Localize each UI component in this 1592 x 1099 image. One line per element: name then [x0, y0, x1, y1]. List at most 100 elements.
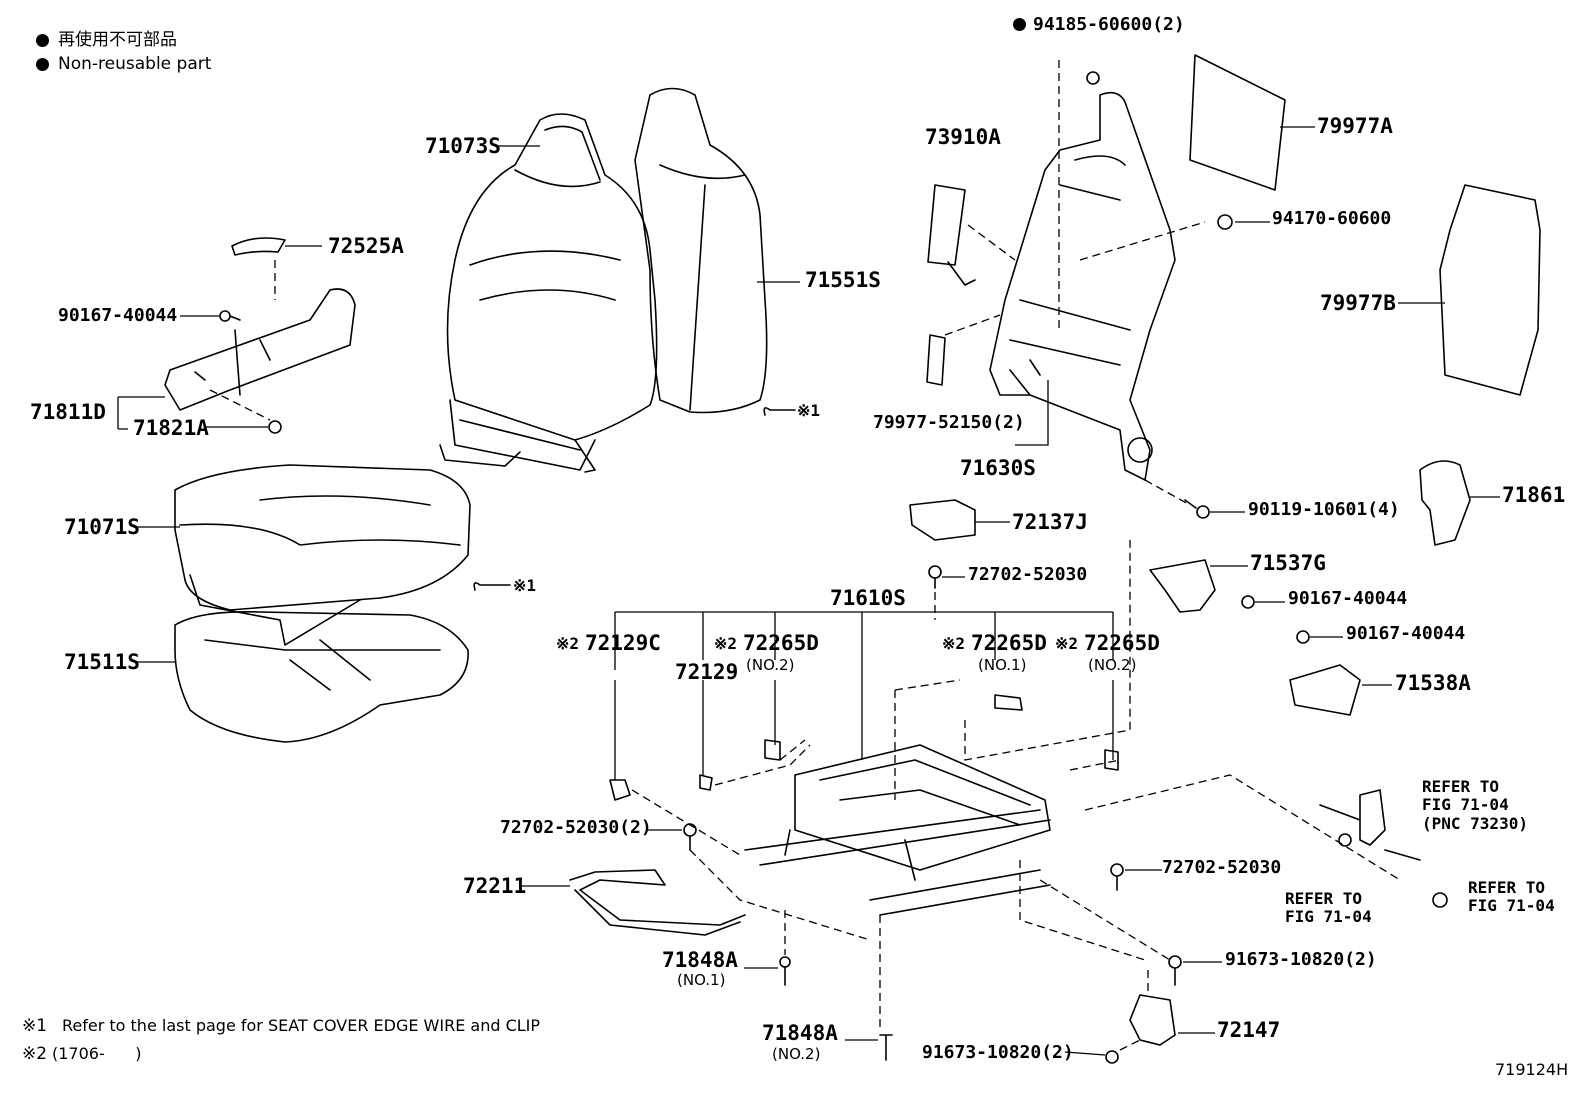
screw-90167-c — [1296, 630, 1310, 644]
label-91673-10820-b: 91673-10820(2) — [922, 1042, 1074, 1063]
label-72137J: 72137J — [1012, 510, 1088, 534]
legend-en: Non-reusable part — [58, 54, 212, 74]
label-90119-10601: 90119-10601(4) — [1248, 499, 1400, 520]
screw-72702-b — [1110, 863, 1124, 891]
ref2-line2: FIG 71-04 — [1285, 907, 1372, 927]
label-90167-40044-b: 90167-40044 — [1288, 588, 1408, 609]
cushion-frame-71610S — [744, 744, 1051, 916]
headrest-cover-71861 — [1419, 460, 1471, 546]
ref3-line2: FIG 71-04 — [1468, 896, 1555, 916]
label-72525A: 72525A — [328, 234, 404, 258]
bracket-72147 — [1129, 994, 1176, 1046]
label-79977A: 79977A — [1317, 114, 1393, 138]
screw-72702-2 — [683, 823, 697, 851]
label-72211: 72211 — [463, 874, 527, 898]
label-94185-60600: 94185-60600(2) — [1033, 14, 1185, 35]
mark2-72129C: ※2 — [556, 634, 580, 653]
seat-cushion-cover-71071S — [174, 464, 471, 646]
footnote-2-mark: ※2 — [22, 1044, 48, 1064]
label-71821A: 71821A — [133, 416, 209, 440]
screw-90167-b — [1241, 595, 1255, 609]
cover-72137J — [909, 499, 976, 541]
label-79977B: 79977B — [1320, 291, 1396, 315]
label-71610S: 71610S — [830, 586, 906, 610]
screw-72702-a — [928, 565, 942, 589]
mark2-72265D-2: ※2 — [942, 634, 966, 653]
label-72265D-c: 72265D — [1084, 631, 1160, 655]
label-71848A-no1: 71848A — [662, 948, 738, 972]
cover-pad-79977B — [1439, 184, 1541, 396]
mark1-seatback: ※1 — [797, 401, 821, 420]
nut-94170 — [1217, 214, 1233, 230]
label-71538A: 71538A — [1395, 671, 1471, 695]
bracket-71538A — [1289, 664, 1361, 716]
cover-72265D-no1 — [994, 694, 1023, 711]
footnote-1-text: Refer to the last page for SEAT COVER ED… — [62, 1016, 541, 1035]
non-reusable-dot-2 — [36, 58, 49, 71]
wire-72211 — [569, 869, 746, 936]
label-71861: 71861 — [1502, 483, 1566, 507]
refer-to-pnc-73230: REFER TO FIG 71-04 (PNC 73230) — [1422, 777, 1528, 833]
label-no2-a: (NO.2) — [746, 656, 795, 674]
label-72702-52030-b: 72702-52030 — [1162, 857, 1282, 878]
cover-72265D-no2-a — [764, 739, 781, 761]
label-72147: 72147 — [1217, 1018, 1281, 1042]
refer-to-fig-71-04-b: REFER TO FIG 71-04 — [1468, 878, 1555, 916]
refer-to-fig-71-04-a: REFER TO FIG 71-04 — [1285, 889, 1372, 927]
label-91673-10820-a: 91673-10820(2) — [1225, 949, 1377, 970]
label-71630S: 71630S — [960, 456, 1036, 480]
label-72129C: 72129C — [585, 631, 661, 655]
bolt-71848A-no2 — [879, 1034, 893, 1061]
ref1-line2: FIG 71-04 — [1422, 795, 1509, 815]
ref1-line3: (PNC 73230) — [1422, 813, 1528, 833]
label-71511S: 71511S — [64, 650, 140, 674]
mark2-72265D-1: ※2 — [714, 634, 738, 653]
label-72702-52030-a: 72702-52030 — [968, 564, 1088, 585]
mark1-cushion: ※1 — [513, 576, 537, 595]
clip-71821A — [268, 420, 282, 434]
label-71551S: 71551S — [805, 268, 881, 292]
clip-mark-1 — [763, 407, 796, 416]
ref3-line1: REFER TO — [1468, 878, 1546, 897]
label-71073S: 71073S — [425, 134, 501, 158]
label-72702-52030-2: 72702-52030(2) — [500, 817, 652, 838]
pad-79977-52150 — [926, 334, 946, 386]
side-shield-71811D — [164, 288, 356, 411]
label-90167-40044-c: 90167-40044 — [1346, 623, 1466, 644]
ref1-line1: REFER TO — [1422, 777, 1500, 796]
cover-72265D-no2-b — [1104, 749, 1119, 771]
label-90167-40044-a: 90167-40044 — [58, 305, 178, 326]
seat-frame-bottom — [439, 399, 596, 473]
lever-knob-72525A — [231, 237, 286, 256]
figure-id: 719124H — [1495, 1060, 1569, 1079]
label-71071S: 71071S — [64, 515, 140, 539]
seatback-pad-71551S — [634, 87, 768, 414]
bolt-90119 — [1184, 499, 1210, 519]
label-71848A-no2: 71848A — [762, 1021, 838, 1045]
airbag-73910A — [927, 184, 976, 286]
screw-91673-b — [1105, 1050, 1119, 1064]
seatback-cover-71073S — [446, 113, 658, 441]
label-72265D-b: 72265D — [971, 631, 1047, 655]
mark2-72265D-3: ※2 — [1055, 634, 1079, 653]
label-71537G: 71537G — [1250, 551, 1326, 575]
label-72265D-a: 72265D — [743, 631, 819, 655]
label-79977-52150: 79977-52150(2) — [873, 412, 1025, 433]
bracket-71537G — [1149, 559, 1216, 613]
legend-jp: 再使用不可部品 — [58, 30, 177, 50]
label-71811D: 71811D — [30, 400, 106, 424]
guide-72129 — [699, 774, 713, 791]
footnote-1-mark: ※1 — [22, 1016, 48, 1036]
screw-91673-a — [1168, 955, 1182, 986]
guide-72129C — [609, 779, 631, 801]
label-no2-c: (NO.2) — [772, 1045, 821, 1063]
clip-mark-2 — [473, 582, 511, 591]
label-no1-a: (NO.1) — [978, 656, 1027, 674]
screw-90167-a — [219, 310, 241, 322]
seat-cushion-pad-71511S — [174, 610, 469, 743]
label-73910A: 73910A — [925, 125, 1001, 149]
cover-pad-79977A — [1189, 54, 1286, 191]
seatback-frame-71630S — [989, 91, 1176, 481]
